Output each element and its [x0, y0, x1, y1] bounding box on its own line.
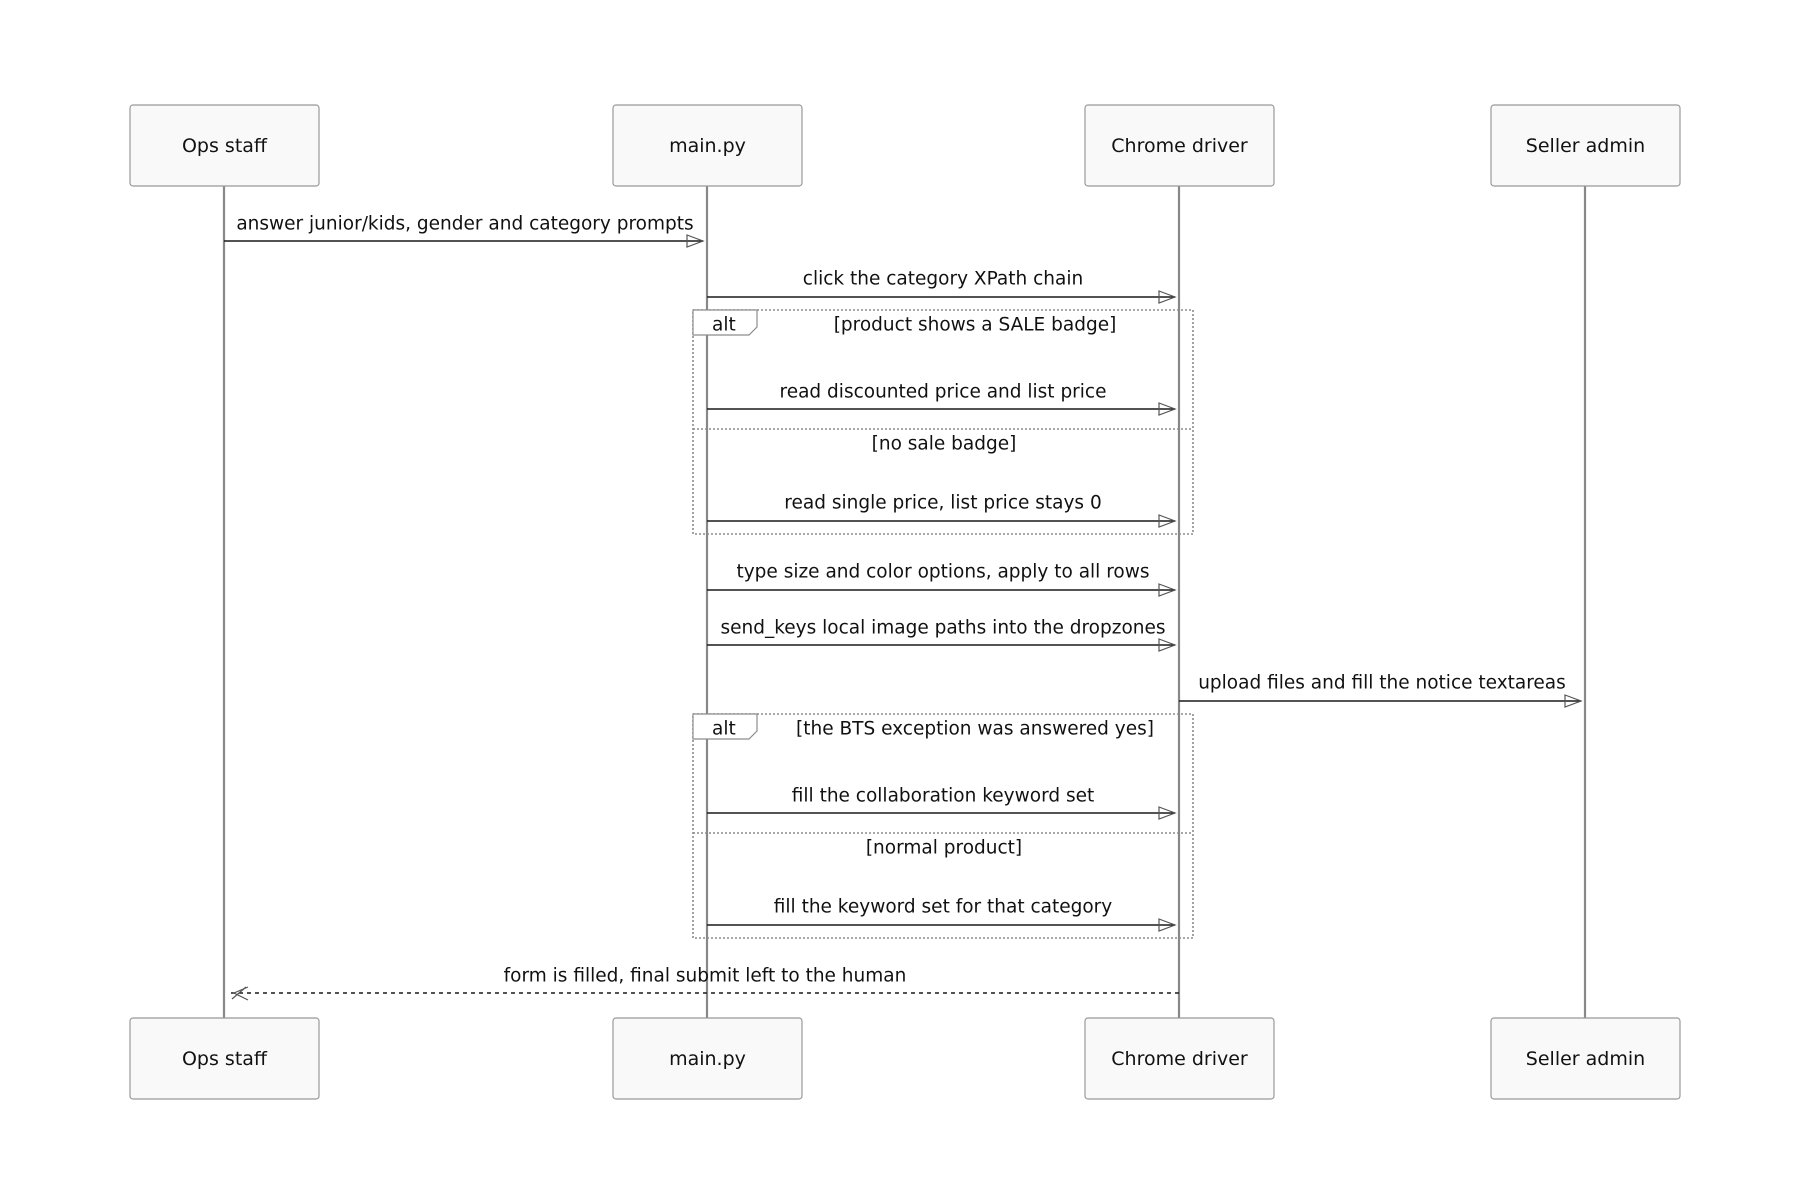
alt-condition-normal-product: [normal product]	[866, 838, 1022, 859]
participants-top: Ops staff main.py Chrome driver Seller a…	[129, 104, 1681, 187]
arrowhead-right-icon	[1158, 290, 1177, 304]
participant-box-main-py	[612, 104, 803, 187]
alt-fragment-bts-exception: alt [the BTS exception was answered yes]…	[692, 713, 1194, 939]
messages: answer junior/kids, gender and category …	[224, 214, 1583, 1001]
alt-frame-sale-badge	[692, 309, 1194, 535]
alt-keyword-bts-exception: alt	[712, 719, 736, 740]
message-label-send-keys: send_keys local image paths into the dro…	[720, 618, 1165, 639]
arrowhead-left-icon	[232, 986, 249, 1001]
alt-tab-sale-badge	[692, 309, 758, 336]
alt-frame-bts-exception	[692, 713, 1194, 939]
participant-box-ops-staff	[129, 104, 320, 187]
message-label-size-color: type size and color options, apply to al…	[736, 562, 1149, 583]
participant-label-main-py-bottom: main.py	[669, 1048, 746, 1070]
participant-box-ops-staff-bottom	[129, 1017, 320, 1100]
participant-box-chrome-driver	[1084, 104, 1275, 187]
message-label-collaboration-keywords: fill the collaboration keyword set	[792, 786, 1095, 807]
alt-keyword-sale-badge: alt	[712, 315, 736, 336]
alt-condition-bts-yes: [the BTS exception was answered yes]	[796, 719, 1154, 740]
alt-condition-sale-badge: [product shows a SALE badge]	[834, 315, 1117, 336]
arrowhead-right-icon	[1158, 918, 1177, 932]
message-label-upload-files: upload files and fill the notice textare…	[1198, 673, 1566, 694]
participant-label-chrome-driver: Chrome driver	[1111, 135, 1248, 157]
arrowhead-right-icon	[1158, 638, 1177, 652]
alt-tab-bts-exception	[692, 713, 758, 740]
arrowhead-right-icon	[686, 234, 705, 248]
participant-box-seller-admin	[1490, 104, 1681, 187]
message-label-category-keywords: fill the keyword set for that category	[774, 897, 1113, 918]
message-label-xpath-chain: click the category XPath chain	[803, 269, 1083, 290]
participant-label-ops-staff: Ops staff	[182, 135, 268, 157]
lifelines	[222, 186, 1587, 1020]
participants-bottom: Ops staff main.py Chrome driver Seller a…	[129, 1017, 1681, 1100]
arrowhead-right-icon	[1158, 514, 1177, 528]
participant-box-main-py-bottom	[612, 1017, 803, 1100]
participant-box-seller-admin-bottom	[1490, 1017, 1681, 1100]
arrowhead-right-icon	[1158, 583, 1177, 597]
participant-label-seller-admin: Seller admin	[1526, 135, 1645, 157]
participant-box-chrome-driver-bottom	[1084, 1017, 1275, 1100]
participant-label-main-py: main.py	[669, 135, 746, 157]
alt-fragment-sale-badge: alt [product shows a SALE badge] [no sal…	[692, 309, 1194, 535]
message-label-single-price: read single price, list price stays 0	[784, 493, 1101, 514]
participant-label-ops-staff-bottom: Ops staff	[182, 1048, 268, 1070]
alt-condition-no-sale-badge: [no sale badge]	[872, 434, 1017, 455]
arrowhead-right-icon	[1564, 694, 1583, 708]
message-label-form-filled: form is filled, final submit left to the…	[504, 966, 907, 987]
participant-label-seller-admin-bottom: Seller admin	[1526, 1048, 1645, 1070]
arrowhead-right-icon	[1158, 806, 1177, 820]
arrowhead-right-icon	[1158, 402, 1177, 416]
message-label-category-prompts: answer junior/kids, gender and category …	[236, 214, 693, 235]
participant-label-chrome-driver-bottom: Chrome driver	[1111, 1048, 1248, 1070]
message-label-discounted-price: read discounted price and list price	[780, 382, 1107, 403]
